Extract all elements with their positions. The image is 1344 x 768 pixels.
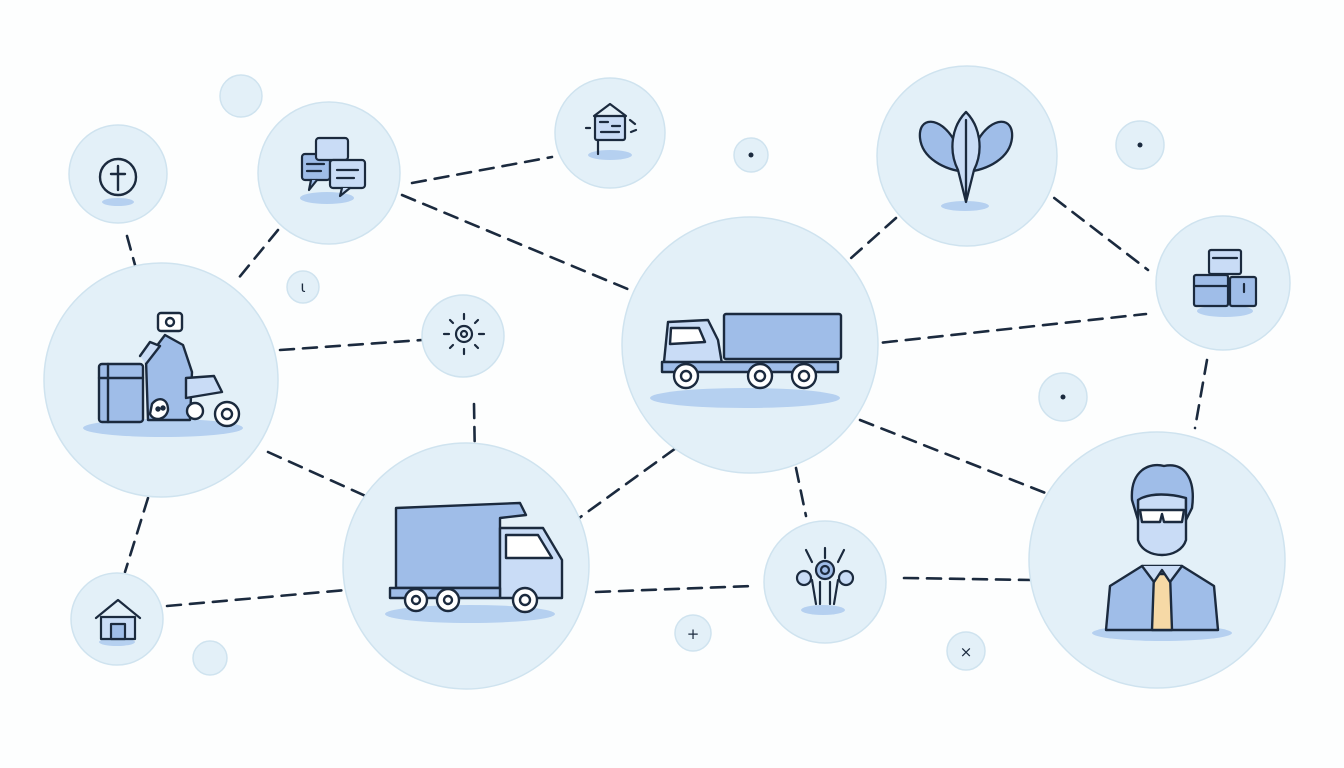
link-truck-to-robot xyxy=(794,466,808,518)
node-plus xyxy=(68,124,168,224)
link-chat-to-forklift xyxy=(235,228,280,282)
node-robot xyxy=(763,520,887,644)
dot xyxy=(192,640,228,676)
plus-circle-icon xyxy=(98,157,138,197)
link-chat-to-truck xyxy=(400,193,656,302)
link-boxes-to-person xyxy=(1193,358,1209,430)
chat-bubbles-icon xyxy=(300,136,367,198)
semi-truck-icon xyxy=(660,312,843,390)
sun-icon xyxy=(442,312,486,356)
link-forklift-to-delivery xyxy=(266,450,372,500)
forklift-warehouse-icon xyxy=(97,311,241,428)
link-chat-to-signpost xyxy=(410,155,554,185)
person-icon xyxy=(1104,463,1220,632)
link-forklift-to-house xyxy=(123,496,150,574)
connector-lines xyxy=(123,155,1209,608)
dot xyxy=(674,614,712,652)
link-robot-to-person xyxy=(902,576,1034,582)
link-house-to-delivery xyxy=(165,588,348,608)
node-person xyxy=(1028,431,1286,689)
node-boxes xyxy=(1155,215,1291,351)
lotus-icon xyxy=(918,110,1014,204)
decorative-dots: ɩ + × xyxy=(192,74,1165,676)
node-delivery-truck xyxy=(342,442,590,690)
dot xyxy=(286,270,320,304)
network-nodes xyxy=(43,65,1291,690)
link-delivery-to-robot xyxy=(594,584,754,594)
node-forklift-hub xyxy=(43,262,279,498)
dot-center xyxy=(748,152,754,158)
stray-mark-plus: + xyxy=(687,625,700,643)
stray-mark-x: × xyxy=(960,643,973,661)
node-house xyxy=(70,572,164,666)
stray-mark-t: ɩ xyxy=(300,278,305,296)
dot xyxy=(946,631,986,671)
link-truck-to-person xyxy=(858,418,1050,496)
dot-center xyxy=(1137,142,1143,148)
node-signpost xyxy=(554,77,666,189)
link-forklift-to-sun xyxy=(278,338,424,352)
node-sun xyxy=(421,294,505,378)
link-lotus-to-boxes xyxy=(1034,182,1150,272)
node-lotus xyxy=(876,65,1058,247)
signpost-house-icon xyxy=(584,102,638,156)
node-chat xyxy=(257,101,401,245)
boxes-icon xyxy=(1192,248,1258,308)
house-icon xyxy=(94,598,142,641)
link-truck-to-boxes xyxy=(858,312,1148,347)
dot-center xyxy=(1060,394,1066,400)
robot-icon xyxy=(795,546,855,606)
link-plus-to-forklift xyxy=(125,234,137,267)
box-truck-icon xyxy=(388,501,564,614)
node-truck-main xyxy=(621,216,879,474)
dot xyxy=(219,74,263,118)
